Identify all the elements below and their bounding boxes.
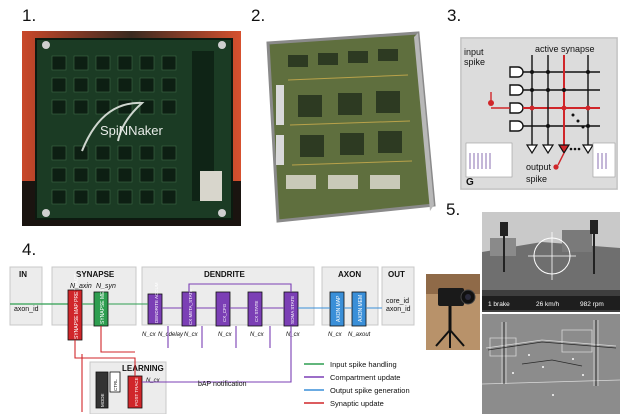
legend-compartment: Compartment update: [330, 373, 400, 382]
block-dendrite-accum: DENDRITE ACCUM: [154, 282, 159, 323]
panel-number-1: 1.: [22, 6, 37, 25]
block-cx-cfg: CX_CFG: [222, 303, 227, 322]
event-frame-photo: [482, 314, 620, 414]
label-n-axout: N_axout: [348, 332, 371, 338]
input-label: input: [464, 47, 484, 57]
panel-number-2: 2.: [251, 6, 266, 25]
in-signal: axon_id: [14, 306, 39, 313]
legend-synaptic: Synaptic update: [330, 399, 384, 408]
block-cx-meta-state: CX META_STATE: [188, 289, 193, 325]
neuromorphic-board-photo: [258, 25, 438, 223]
label-axon-ncx: N_cx: [328, 332, 343, 338]
label-state-ncx: N_cx: [250, 332, 265, 338]
hud-speed: 26 km/h: [536, 301, 560, 308]
section-axon: AXON: [338, 270, 361, 279]
label-cfg-ncx: N_cx: [218, 332, 233, 338]
legend-output-spike: Output spike generation: [330, 386, 410, 395]
panel-number-4: 4.: [22, 240, 37, 259]
legend-input-spike: Input spike handling: [330, 360, 397, 369]
label-dendrite-ncx: N_cx: [142, 332, 157, 338]
active-synapse-label: active synapse: [535, 44, 595, 54]
block-soma-state: SOMA STATE: [290, 296, 295, 324]
spinnaker-board-photo: SpiNNaker: [22, 31, 241, 226]
core-pipeline-diagram: IN SYNAPSE DENDRITE AXON OUT LEARNING ax…: [8, 262, 418, 415]
block-synapse-map: SYNAPSE MAP PRE TRACE: [74, 273, 80, 339]
output-spike-label: spike: [526, 174, 547, 184]
block-axon-map: AXON MAP: [336, 295, 342, 322]
bap-notification-label: bAP notification: [198, 381, 247, 388]
event-camera-photo: [426, 274, 480, 350]
block-post-trace: POST TRACE: [134, 377, 139, 406]
section-synapse: SYNAPSE: [76, 270, 115, 279]
label-soma-ncx: N_cx: [286, 332, 301, 338]
label-learning-ncx: N_cx: [146, 378, 161, 384]
label-n-axin: N_axin: [70, 283, 92, 290]
block-ctrl: CTRL: [113, 379, 118, 391]
section-dendrite: DENDRITE: [204, 270, 246, 279]
corner-label: G: [466, 177, 474, 188]
panel-number-3: 3.: [447, 6, 462, 25]
output-label: output: [526, 162, 552, 172]
block-cx-state: CX STATE: [254, 301, 259, 322]
label-meta-ncx: N_cx: [184, 332, 199, 338]
section-in: IN: [19, 270, 27, 279]
label-n-cdelay: N_cdelay: [158, 332, 184, 338]
crossbar-diagram: input spike active synapse output spike …: [460, 37, 618, 190]
section-out: OUT: [388, 270, 405, 279]
section-learning: LEARNING: [122, 364, 164, 373]
out-signal-core: core_id: [386, 298, 409, 305]
block-mode: MODE: [100, 394, 105, 408]
hud-rpm: 982 rpm: [580, 301, 604, 308]
hud-brake: 1 brake: [488, 301, 510, 308]
block-synapse-mem: SYNAPSE MEM: [100, 287, 106, 324]
spinnaker-logo-text: SpiNNaker: [100, 123, 164, 138]
panel-number-5: 5.: [446, 200, 461, 219]
legend: Input spike handling Compartment update …: [304, 360, 410, 408]
street-scene-photo: 1 brake 26 km/h 982 rpm: [482, 212, 620, 312]
input-spike-label: spike: [464, 57, 485, 67]
out-signal-axon: axon_id: [386, 306, 411, 313]
label-n-syn: N_syn: [96, 283, 116, 290]
block-axon-mem: AXON MEM: [358, 295, 364, 322]
